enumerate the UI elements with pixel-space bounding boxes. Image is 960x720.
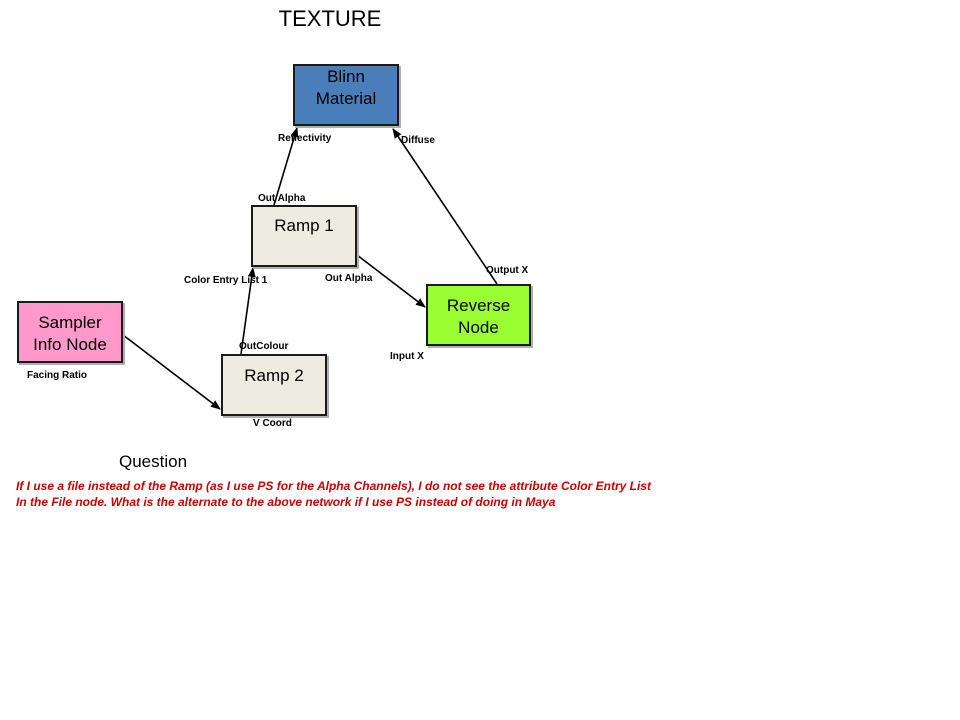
node-label: Ramp 2 — [244, 366, 304, 385]
node-label-line2: Info Node — [33, 335, 107, 354]
edge-ramp2-to-ramp1 — [240, 267, 256, 355]
port-label-facing-ratio: Facing Ratio — [27, 370, 88, 381]
node-ramp-2[interactable]: Ramp 2 — [221, 354, 327, 416]
port-label-ramp1-out-alpha-right: Out Alpha — [325, 273, 373, 284]
node-sampler-info[interactable]: Sampler Info Node — [17, 301, 123, 363]
port-label-v-coord: V Coord — [253, 418, 292, 429]
port-label-color-entry-list: Color Entry List 1 — [184, 275, 268, 286]
port-label-input-x: Input X — [390, 351, 424, 362]
node-label: Ramp 1 — [274, 216, 334, 235]
edge-reverse-to-blinn-diffuse — [392, 128, 498, 285]
edge-sampler-to-ramp2 — [122, 334, 221, 410]
node-ramp-1[interactable]: Ramp 1 — [251, 205, 357, 267]
node-reverse[interactable]: Reverse Node — [426, 284, 531, 346]
diagram-title: TEXTURE — [278, 6, 382, 31]
port-label-output-x: Output X — [486, 265, 529, 276]
port-label-ramp1-out-alpha-top: Out Alpha — [258, 193, 306, 204]
edge-ramp1-to-blinn-reflectivity — [273, 127, 299, 206]
question-heading: Question — [119, 452, 188, 471]
question-line-2: In the File node. What is the alternate … — [16, 495, 556, 509]
question-line-1: If I use a file instead of the Ramp (as … — [16, 479, 651, 493]
port-label-outcolour: OutColour — [239, 341, 289, 352]
node-blinn-material[interactable]: Blinn Material — [293, 64, 399, 126]
port-label-reflectivity: Reflectivity — [278, 133, 332, 144]
edge-ramp1-to-reverse — [356, 254, 426, 308]
node-label-line1: Reverse — [446, 296, 511, 315]
node-label-line1: Blinn — [327, 67, 365, 86]
node-label-line2: Node — [458, 318, 499, 337]
node-label-line2: Material — [315, 89, 377, 108]
question-text: If I use a file instead of the Ramp (as … — [16, 478, 946, 510]
node-label-line1: Sampler — [38, 313, 102, 332]
port-label-diffuse: Diffuse — [401, 135, 435, 146]
